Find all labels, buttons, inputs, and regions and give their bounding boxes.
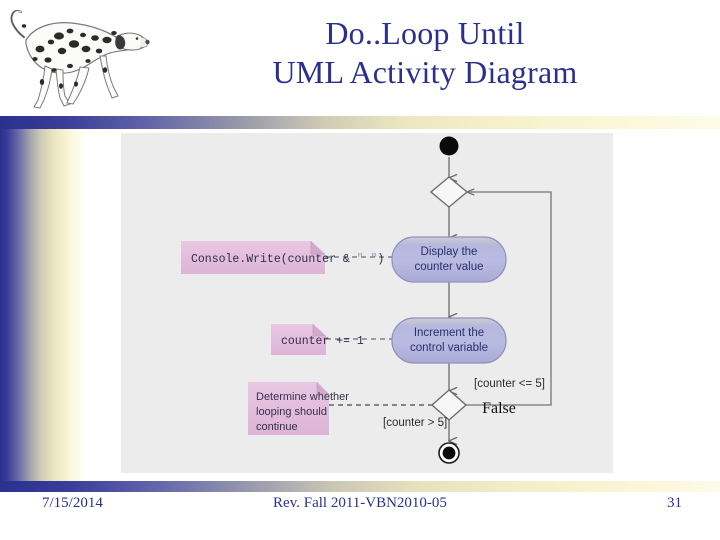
note-2-code: counter += 1 <box>281 335 364 348</box>
left-gradient-band <box>0 129 78 481</box>
footer-revision: Rev. Fall 2011-VBN2010-05 <box>273 495 447 511</box>
slide-title-line-1: Do..Loop Until <box>325 15 525 51</box>
activity-2-line-1: Increment the <box>414 327 484 339</box>
svg-text:Console.Write(counter & " "): Console.Write(counter & " ") <box>191 253 384 266</box>
note-determine-loop: Determine whether looping should continu… <box>248 382 349 435</box>
guard-exit-label: [counter > 5] <box>383 417 447 429</box>
note-1-code-literal: " " <box>357 253 378 266</box>
activity-1-line-1: Display the <box>421 246 478 258</box>
note-counter-increment: counter += 1 <box>271 324 364 355</box>
merge-diamond <box>429 176 469 208</box>
note-3-line-2: looping should <box>256 406 327 418</box>
footer-page-number: 31 <box>667 495 682 511</box>
note-console-write: Console.Write(counter & " ") <box>181 241 384 274</box>
footer-date: 7/15/2014 <box>42 495 103 511</box>
dalmatian-dog-image <box>4 4 154 116</box>
activity-increment-control-variable <box>391 317 507 364</box>
slide-title-line-2: UML Activity Diagram <box>272 54 578 91</box>
note-1-code-prefix: Console.Write(counter & <box>191 253 357 266</box>
final-node-core <box>442 446 456 460</box>
note-3-line-1: Determine whether <box>256 391 349 403</box>
slide-title: Do..Loop Until UML Activity Diagram <box>155 14 695 92</box>
top-gradient-band <box>0 116 720 129</box>
bottom-gradient-band <box>0 481 720 492</box>
activity-2-line-2: control variable <box>410 342 488 354</box>
slide-footer: 7/15/2014 Rev. Fall 2011-VBN2010-05 31 <box>0 492 720 522</box>
left-gradient-fade <box>78 129 86 481</box>
uml-activity-diagram-panel: Display the counter value Increment the … <box>121 133 613 473</box>
activity-display-counter-value <box>391 236 507 283</box>
guard-false-label: False <box>482 400 516 417</box>
decision-diamond <box>430 389 468 421</box>
activity-1-line-2: counter value <box>414 261 483 273</box>
guard-loopback-label: [counter <= 5] <box>474 378 545 390</box>
edge-loopback <box>465 192 552 406</box>
note-3-line-3: continue <box>256 421 298 433</box>
initial-node <box>439 136 459 156</box>
note-1-code-suffix: ) <box>377 253 384 266</box>
